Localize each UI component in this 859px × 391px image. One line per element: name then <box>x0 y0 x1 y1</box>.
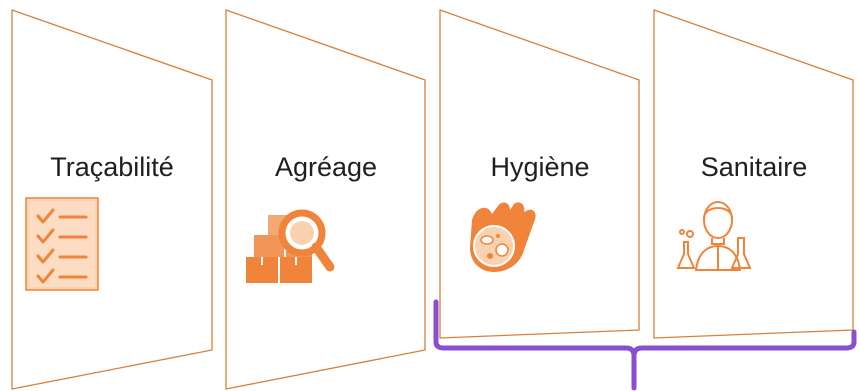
panel-shape-tracabilite <box>11 9 213 390</box>
boxes-magnifier-icon <box>246 209 335 283</box>
checklist-icon <box>25 197 99 291</box>
panel-label-sanitaire: Sanitaire <box>700 152 808 182</box>
glove-bacteria-icon <box>470 202 536 272</box>
scientist-icon <box>676 201 752 271</box>
panel-label-hygiene: Hygiène <box>490 152 590 182</box>
panel-shape-agreage <box>225 9 426 390</box>
panel-label-tracabilite: Traçabilité <box>50 152 174 182</box>
bracket-brace <box>433 299 857 391</box>
panel-label-agreage: Agréage <box>274 152 378 182</box>
